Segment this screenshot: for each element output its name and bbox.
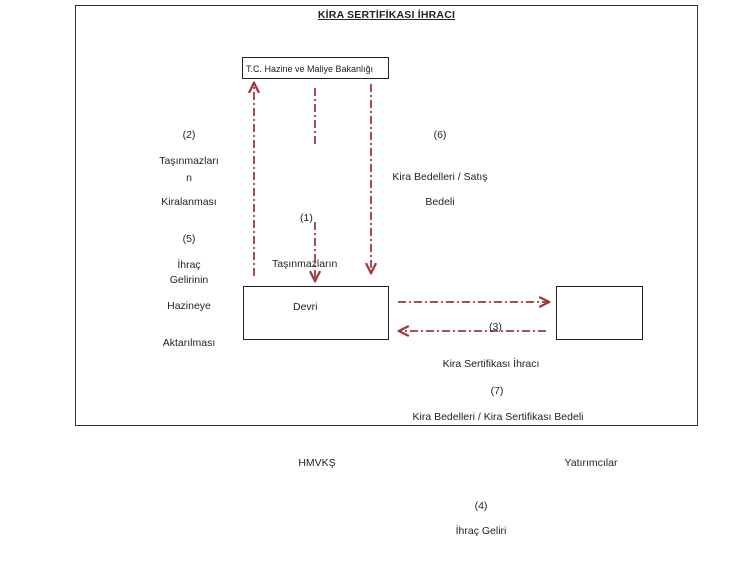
step5-line3: Hazineye bbox=[167, 300, 211, 312]
diagram-title: KİRA SERTİFİKASI İHRACI bbox=[317, 9, 456, 21]
step2-line3: Kiralanması bbox=[161, 196, 217, 208]
step3-line1: Kira Sertifikası İhracı bbox=[442, 358, 540, 370]
step5-line1: İhraç bbox=[177, 259, 201, 271]
hmvks-box-text: Devri bbox=[293, 301, 318, 313]
hmvks-node bbox=[243, 286, 389, 340]
step6-num: (6) bbox=[433, 129, 447, 141]
step6-line2: Bedeli bbox=[425, 196, 455, 208]
step5-line2: Gelirinin bbox=[169, 274, 209, 286]
step6-line1: Kira Bedelleri / Satış bbox=[392, 171, 488, 183]
bakanlik-label: T.C. Hazine ve Maliye Bakanlığı bbox=[246, 64, 374, 74]
step2-num: (2) bbox=[182, 129, 196, 141]
step1-num: (1) bbox=[300, 212, 313, 224]
step5-num: (5) bbox=[182, 233, 196, 245]
step1-line1: Taşınmazların bbox=[272, 258, 338, 270]
bakanlik-node bbox=[242, 57, 389, 79]
step2-line1: Taşınmazları bbox=[159, 155, 219, 167]
step3-num: (3) bbox=[489, 321, 502, 333]
step4-line1: İhraç Geliri bbox=[455, 525, 507, 537]
step7-line1: Kira Bedelleri / Kira Sertifikası Bedeli bbox=[412, 411, 584, 423]
step7-num: (7) bbox=[490, 385, 504, 397]
hmvks-label: HMVKŞ bbox=[298, 457, 336, 469]
yatirimcilar-label: Yatırımcılar bbox=[564, 457, 618, 469]
step2-line2: n bbox=[186, 172, 192, 184]
yatirimcilar-node bbox=[556, 286, 643, 340]
step4-num: (4) bbox=[474, 500, 488, 512]
diagram-frame bbox=[75, 5, 698, 426]
step5-line4: Aktarılması bbox=[162, 337, 216, 349]
